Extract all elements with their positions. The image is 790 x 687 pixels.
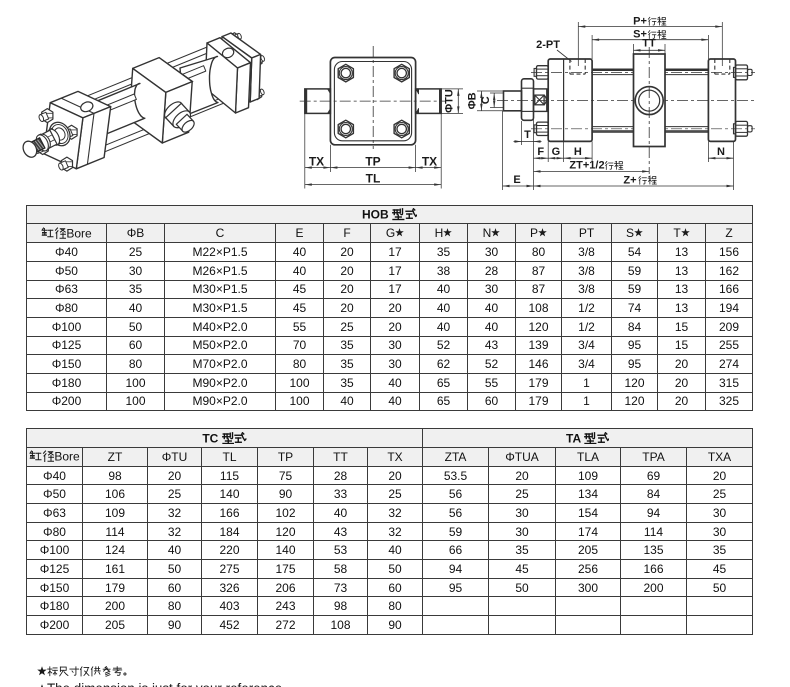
- svg-text:C: C: [480, 96, 492, 104]
- svg-text:E: E: [513, 174, 520, 186]
- svg-text:TX: TX: [422, 155, 437, 169]
- svg-text:P+: P+: [633, 16, 647, 28]
- svg-text:TT: TT: [642, 37, 656, 49]
- svg-text:TX: TX: [309, 155, 324, 169]
- svg-text:S+: S+: [633, 29, 647, 41]
- svg-text:H: H: [574, 146, 582, 158]
- svg-text:N: N: [717, 146, 725, 158]
- svg-text:ZT+1/2: ZT+1/2: [569, 160, 604, 172]
- svg-text:G: G: [552, 146, 561, 158]
- svg-text:TP: TP: [365, 155, 380, 169]
- svg-text:T: T: [524, 129, 531, 141]
- svg-text:TL: TL: [366, 172, 381, 186]
- svg-text:2-PT: 2-PT: [536, 39, 560, 51]
- svg-text:ΦB: ΦB: [467, 92, 479, 109]
- svg-text:Z+: Z+: [623, 174, 636, 186]
- svg-text:ΦTU: ΦTU: [444, 89, 456, 113]
- svg-text:F: F: [537, 146, 544, 158]
